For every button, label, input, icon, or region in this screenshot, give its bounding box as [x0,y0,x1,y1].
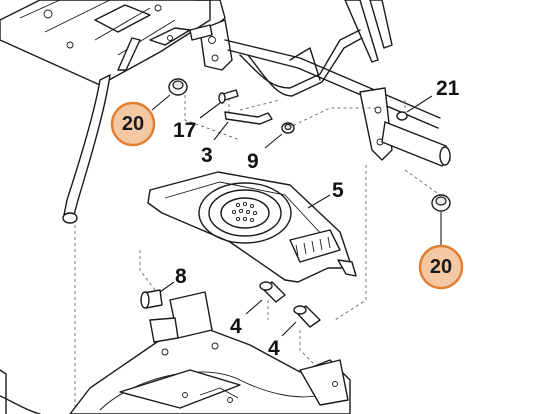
nut-20-right [431,194,451,245]
lever-3 [213,111,273,141]
lower-chassis-frame [0,291,351,414]
callout-9: 9 [247,150,259,173]
badge-20-right: 20 [418,244,464,290]
screw-17 [199,89,239,119]
callout-21: 21 [436,77,460,100]
nut-9 [264,122,295,149]
cover-plate-5 [147,171,357,283]
badge-20-upper: 20 [110,101,156,147]
steering-linkage [224,0,451,167]
nut-21 [396,95,433,121]
badge-20-right-label: 20 [430,256,452,278]
left-support-tube [62,37,141,224]
callout-4-lower: 4 [268,337,280,360]
nut-20-upper [151,78,188,111]
callout-3: 3 [201,144,213,167]
callout-5: 5 [332,179,344,202]
upper-chassis-frame [0,0,226,86]
mounting-bracket [189,19,233,71]
bolt-4-lower [281,305,321,337]
callout-8: 8 [175,265,187,288]
bolt-4-upper [245,281,286,315]
bushing-8 [140,281,175,309]
callout-17: 17 [173,119,196,142]
badge-20-upper-label: 20 [122,113,144,135]
callout-4-upper: 4 [230,315,242,338]
